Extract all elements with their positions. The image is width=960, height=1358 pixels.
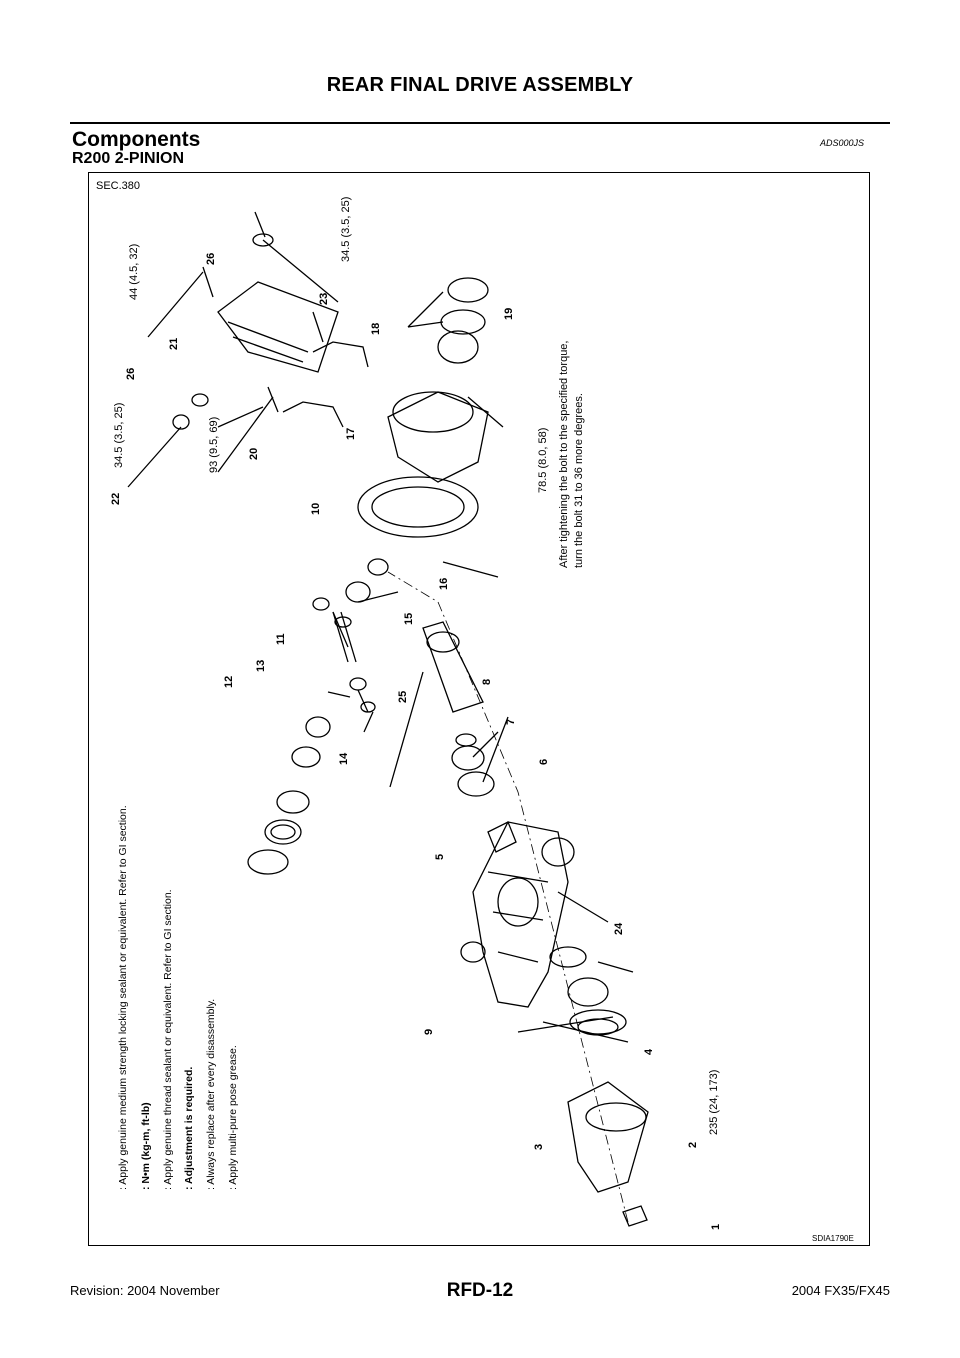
callout-5: 5 [434,853,446,860]
callout-18: 18 [370,322,382,335]
callout-14: 14 [338,752,350,765]
callout-1: 1 [710,1223,722,1230]
figure-frame [88,172,870,1246]
legend-item-torque-units: : N•m (kg-m, ft-lb) [140,1102,152,1190]
page-header-title: REAR FINAL DRIVE ASSEMBLY [326,74,634,96]
footer-page-number: RFD-12 [446,1280,514,1301]
torque-spec-22: 34.5 (3.5, 25) [113,402,125,468]
callout-26b: 26 [205,252,217,265]
header-rule [70,122,890,124]
callout-20: 20 [248,447,260,460]
legend-item-grease: : Apply multi-pure pose grease. [227,1045,239,1190]
footer-revision: Revision: 2004 November [70,1283,220,1298]
callout-22: 22 [110,492,122,505]
callout-3: 3 [533,1143,545,1150]
callout-12: 12 [223,675,235,688]
section-code: ADS000JS [820,138,865,148]
callout-23: 23 [318,292,330,305]
callout-21: 21 [168,337,180,350]
callout-6: 6 [538,758,550,765]
torque-spec-20: 93 (9.5, 69) [208,416,220,473]
callout-26a: 26 [125,367,137,380]
sec-label: SEC.380 [96,180,141,192]
callout-25: 25 [397,690,409,703]
callout-9: 9 [423,1028,435,1035]
torque-spec-1: 235 (24, 173) [708,1069,720,1135]
callout-2: 2 [687,1141,699,1148]
callout-13: 13 [255,659,267,672]
callout-15: 15 [403,612,415,625]
callout-10: 10 [310,502,322,515]
note-line-2: turn the bolt 31 to 36 more degrees. [573,393,585,568]
callout-11: 11 [275,633,287,645]
callout-24: 24 [613,922,625,935]
callout-4: 4 [643,1048,655,1055]
footer-model: 2004 FX35/FX45 [791,1283,890,1298]
legend-item-adjustment: : Adjustment is required. [183,1066,195,1190]
callout-7: 7 [505,718,517,725]
torque-spec-17: 78.5 (8.0, 58) [537,427,549,493]
callout-17: 17 [345,427,357,440]
torque-spec-23: 34.5 (3.5, 25) [340,196,352,262]
section-title: Components [72,128,201,151]
note-line-1: After tightening the bolt to the specifi… [558,340,570,568]
callout-16: 16 [438,577,450,590]
torque-spec-21: 44 (4.5, 32) [128,243,140,300]
figure-code: SDIA1790E [812,1234,854,1243]
legend-item-locking-sealant: : Apply genuine medium strength locking … [117,805,129,1190]
legend-item-replace: : Always replace after every disassembly… [205,998,217,1190]
section-subtitle: R200 2-PINION [72,150,185,167]
legend-item-thread-sealant: : Apply genuine thread sealant or equiva… [162,889,174,1190]
callout-8: 8 [481,678,493,685]
exploded-view-drawing [127,211,649,1227]
callout-19: 19 [503,307,515,320]
